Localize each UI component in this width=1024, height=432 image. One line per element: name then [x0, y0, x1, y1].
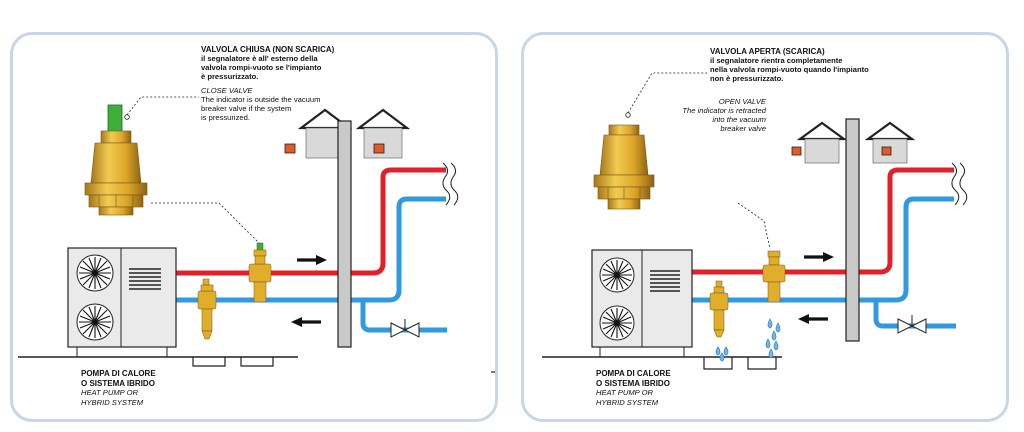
valve-description: VALVOLA CHIUSA (NON SCARICA) il segnalat… — [201, 45, 334, 122]
flow-arrow-icon — [798, 314, 828, 324]
flow-arrow-icon — [297, 255, 327, 265]
valve-desc-en-line: breaker valve — [720, 124, 766, 133]
water-drop-icon — [767, 318, 773, 329]
water-drop-icon — [715, 346, 721, 356]
vacuum-breaker-valve-icon — [84, 104, 148, 216]
panel-open-valve: VALVOLA APERTA (SCARICA) il segnalatore … — [521, 32, 1009, 422]
valve-desc-en-line: breaker valve if the system — [201, 104, 292, 113]
heat-pump-icon — [591, 249, 693, 358]
wall-icon — [337, 120, 352, 348]
water-drop-icon — [719, 352, 725, 362]
water-drop-icon — [768, 348, 774, 359]
heat-pump-label: POMPA DI CALORE O SISTEMA IBRIDO HEAT PU… — [81, 369, 156, 407]
house-icon — [864, 121, 916, 164]
valve-desc-it-line: nella valvola rompi-vuoto quando l'impia… — [710, 65, 869, 74]
valve-desc-it-line: il segnalatore è all' esterno della — [201, 54, 318, 63]
flow-arrow-icon — [291, 317, 321, 327]
heat-pump-label-it: O SISTEMA IBRIDO — [596, 378, 670, 388]
valve-desc-en-line: is pressurized. — [201, 113, 250, 122]
valve-desc-it-line: non è pressurizzato. — [710, 74, 784, 83]
valve-desc-en-line: into the vacuum — [712, 115, 766, 124]
valve-desc-en-line: The indicator is retracted — [682, 106, 766, 115]
vacuum-breaker-valve-icon — [709, 280, 729, 338]
valve-description: VALVOLA APERTA (SCARICA) il segnalatore … — [710, 47, 869, 83]
water-drop-icon — [771, 330, 777, 341]
water-drop-icon — [765, 338, 771, 349]
open-valve-diagram — [542, 72, 968, 370]
valve-desc-it-line: è pressurizzato. — [201, 72, 259, 81]
vacuum-breaker-valve-icon — [593, 124, 655, 210]
valve-desc-en-line: The indicator is outside the vacuum — [201, 95, 321, 104]
valve-desc-it-line: valvola rompi-vuoto se l'impianto — [201, 63, 322, 72]
valve-title-it: VALVOLA CHIUSA (NON SCARICA) — [201, 45, 335, 54]
heat-pump-label-it: O SISTEMA IBRIDO — [81, 378, 155, 388]
water-drop-icon — [773, 340, 779, 351]
heat-pump-label-it: POMPA DI CALORE — [596, 369, 671, 378]
flow-arrow-icon — [804, 252, 834, 262]
heat-pump-label: POMPA DI CALORE O SISTEMA IBRIDO HEAT PU… — [596, 369, 671, 407]
valve-title-en: CLOSE VALVE — [201, 86, 253, 95]
house-icon — [355, 108, 411, 159]
valve-title-it: VALVOLA APERTA (SCARICA) — [710, 47, 825, 56]
house-icon — [791, 121, 848, 164]
gate-valve-icon — [390, 319, 420, 338]
valve-title-en: OPEN VALVE — [718, 97, 766, 106]
valve-desc-it-line: il segnalatore rientra completamente — [710, 56, 843, 65]
heat-pump-icon — [67, 247, 177, 358]
water-drop-icon — [723, 346, 729, 356]
heat-pump-label-en: HYBRID SYSTEM — [81, 397, 144, 407]
wall-icon — [845, 118, 860, 342]
heat-pump-label-en: HEAT PUMP OR — [81, 388, 138, 397]
gate-valve-icon — [897, 315, 927, 334]
vacuum-breaker-valve-icon — [762, 250, 786, 303]
vacuum-breaker-valve-icon — [197, 278, 217, 340]
water-drop-icon — [775, 322, 781, 333]
panel-closed-valve: VALVOLA CHIUSA (NON SCARICA) il segnalat… — [10, 32, 498, 422]
heat-pump-label-en: HEAT PUMP OR — [596, 388, 653, 397]
valve-description-en: OPEN VALVE The indicator is retracted in… — [654, 97, 766, 133]
heat-pump-label-en: HYBRID SYSTEM — [596, 397, 659, 407]
heat-pump-label-it: POMPA DI CALORE — [81, 369, 156, 378]
closed-valve-diagram — [18, 96, 495, 373]
vacuum-breaker-valve-icon — [248, 242, 272, 303]
